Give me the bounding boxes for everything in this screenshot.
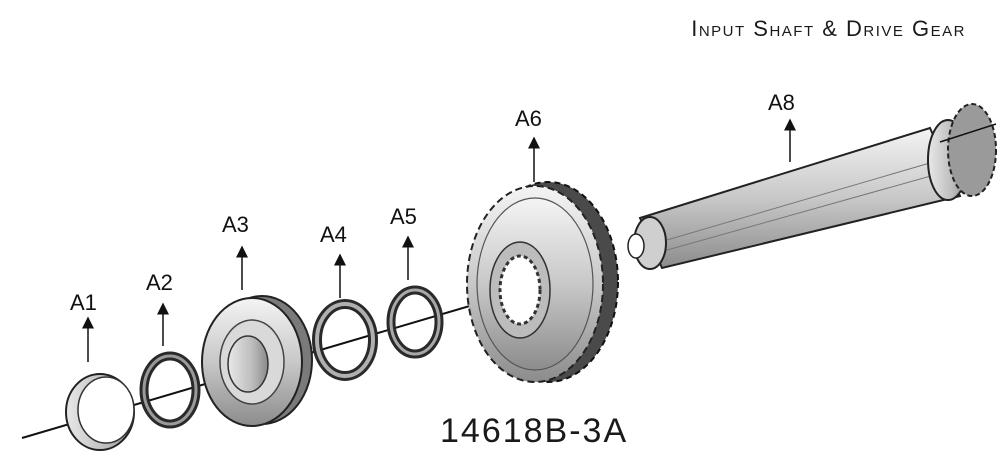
callout-a6: A6 — [515, 106, 542, 131]
diagram-title: Input Shaft & Drive Gear — [691, 16, 966, 41]
callout-a3: A3 — [222, 212, 249, 237]
callout-a5: A5 — [390, 204, 417, 229]
callout-a4: A4 — [320, 222, 347, 247]
part-a4-ring — [312, 299, 378, 381]
callout-a2: A2 — [146, 270, 173, 295]
part-a6-drive-gear — [466, 181, 619, 383]
part-number-label: 14618B-3A — [440, 412, 629, 450]
part-a5-snap-ring — [386, 285, 444, 359]
callout-a1: A1 — [70, 290, 97, 315]
shaft-axis-line — [939, 123, 997, 143]
part-a1-ring — [65, 373, 135, 451]
part-a8-input-shaft — [627, 103, 997, 270]
part-a3-bearing — [201, 295, 313, 427]
part-a2-snap-ring — [139, 351, 201, 429]
callout-a8: A8 — [768, 90, 795, 115]
